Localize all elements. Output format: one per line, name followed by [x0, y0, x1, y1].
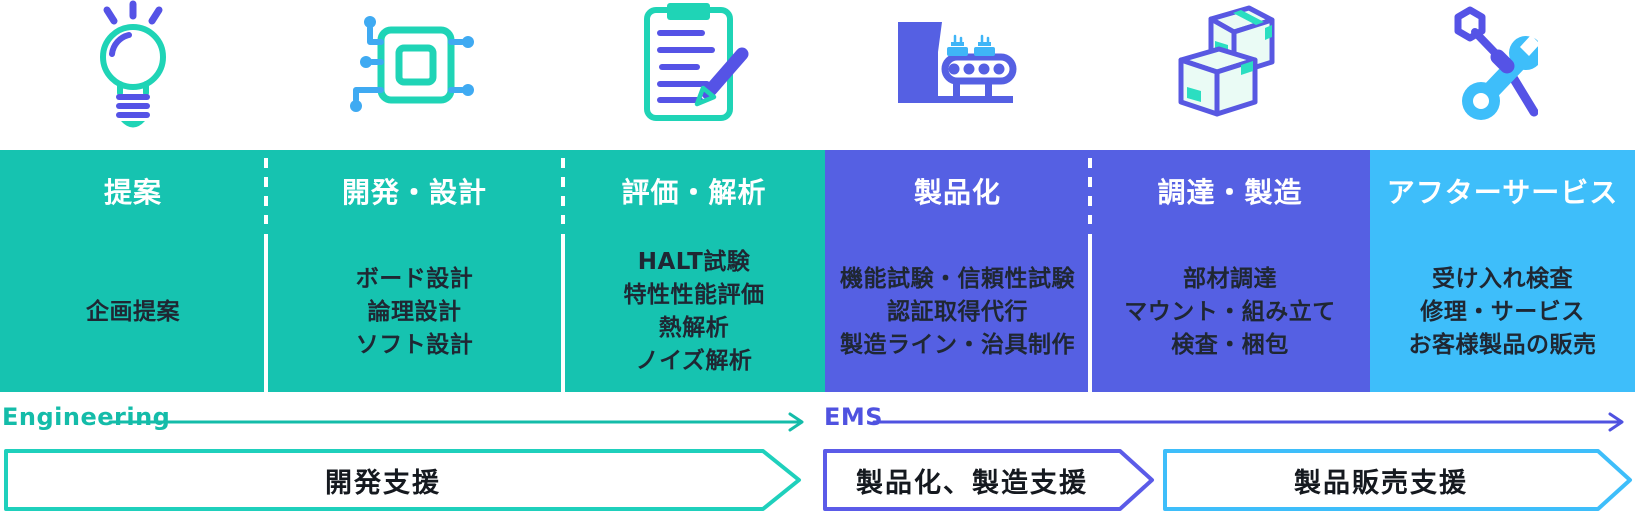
- column-items: ボード設計 論理設計 ソフト設計: [355, 265, 474, 358]
- stacked-boxes-icon: [1175, 3, 1275, 132]
- column-divider-dashed: [264, 158, 268, 224]
- engineering-track-label: Engineering: [2, 403, 171, 431]
- clipboard-pen-icon: [600, 0, 760, 149]
- ems-track-label: EMS: [824, 403, 884, 431]
- column-after-service: アフターサービス 受け入れ検査 修理・サービス お客様製品の販売: [1370, 150, 1635, 392]
- column-procurement-manufacturing: 調達・製造 部材調達 マウント・組み立て 検査・梱包: [1090, 150, 1370, 392]
- productization-support-arrow: 製品化、製造支援: [822, 448, 1156, 512]
- circuit-chip-icon: [338, 0, 478, 149]
- crossed-tools-icon: [1378, 0, 1543, 149]
- development-support-label: 開発支援: [325, 467, 441, 499]
- column-header: 調達・製造: [1157, 176, 1303, 209]
- column-development-design: 開発・設計 ボード設計 論理設計 ソフト設計: [266, 150, 563, 392]
- development-support-arrow: 開発支援: [3, 448, 803, 512]
- production-line-icon: [850, 0, 1040, 149]
- column-items: HALT試験 特性性能評価 熱解析 ノイズ解析: [623, 249, 765, 374]
- column-header: 提案: [103, 176, 162, 209]
- column-evaluation-analysis: 評価・解析 HALT試験 特性性能評価 熱解析 ノイズ解析: [563, 150, 825, 392]
- column-productization: 製品化 機能試験・信頼性試験 認証取得代行 製造ライン・治具制作: [825, 150, 1090, 392]
- column-proposal: 提案 企画提案: [0, 150, 266, 392]
- column-divider-solid: [264, 234, 268, 392]
- engineering-track-arrow: [108, 411, 810, 433]
- column-header: 評価・解析: [621, 176, 767, 209]
- sales-support-arrow: 製品販売支援: [1162, 448, 1634, 512]
- ems-track-arrow: [872, 411, 1630, 433]
- productization-support-label: 製品化、製造支援: [856, 467, 1088, 499]
- column-divider-dashed: [1088, 158, 1092, 224]
- column-divider-solid: [561, 234, 565, 392]
- column-items: 機能試験・信頼性試験 認証取得代行 製造ライン・治具制作: [840, 265, 1075, 358]
- lightbulb-icon: [63, 0, 203, 149]
- column-header: 製品化: [913, 176, 1001, 209]
- column-items: 受け入れ検査 修理・サービス お客様製品の販売: [1408, 265, 1597, 358]
- sales-support-label: 製品販売支援: [1294, 467, 1468, 499]
- column-divider-solid: [1088, 234, 1092, 392]
- column-header: アフターサービス: [1386, 176, 1619, 209]
- column-header: 開発・設計: [341, 176, 487, 209]
- column-items: 部材調達 マウント・組み立て 検査・梱包: [1124, 265, 1336, 358]
- column-divider-dashed: [561, 158, 565, 224]
- column-items: 企画提案: [86, 298, 180, 325]
- process-columns: 提案 企画提案 開発・設計 ボード設計 論理設計 ソフト設計 評価・解析 HAL…: [0, 150, 1635, 392]
